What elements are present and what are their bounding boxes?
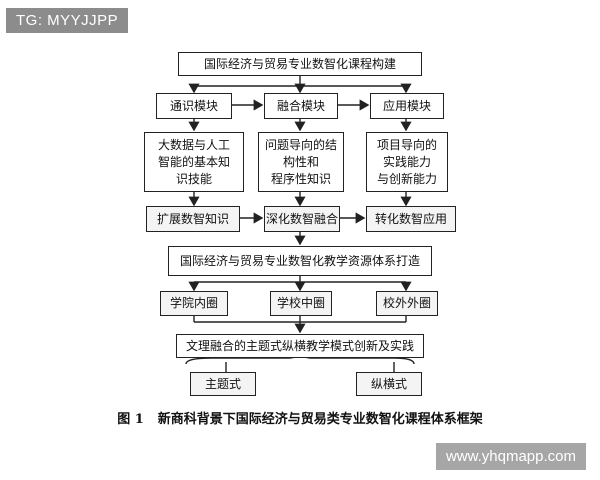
figure-caption-text: 新商科背景下国际经济与贸易类专业数智化课程体系框架 — [157, 412, 483, 427]
outcome-deepen: 深化数智融合 — [264, 206, 340, 232]
outcome-extend: 扩展数智知识 — [146, 206, 240, 232]
title-box: 国际经济与贸易专业数智化课程构建 — [178, 52, 422, 76]
circle-outer: 校外外圈 — [376, 291, 438, 316]
figure-caption: 图 1 新商科背景下国际经济与贸易类专业数智化课程体系框架 — [0, 408, 600, 427]
outcome-transform: 转化数智应用 — [366, 206, 456, 232]
module-application: 应用模块 — [370, 93, 444, 119]
teaching-mode-box: 文理融合的主题式纵横教学模式创新及实践 — [176, 334, 424, 358]
resource-system-box: 国际经济与贸易专业数智化教学资源体系打造 — [168, 246, 432, 276]
circle-middle: 学校中圈 — [270, 291, 332, 316]
detail-fusion: 问题导向的结 构性和 程序性知识 — [258, 132, 344, 192]
detail-application: 项目导向的 实践能力 与创新能力 — [366, 132, 448, 192]
mode-thematic: 主题式 — [190, 372, 256, 396]
detail-general: 大数据与人工 智能的基本知 识技能 — [144, 132, 244, 192]
figure-number: 图 1 — [117, 412, 144, 427]
watermark-bottom: www.yhqmapp.com — [435, 443, 586, 470]
mode-vertical-horizontal: 纵横式 — [356, 372, 422, 396]
module-general: 通识模块 — [156, 93, 232, 119]
watermark-top: TG: MYYJJPP — [6, 8, 129, 33]
module-fusion: 融合模块 — [264, 93, 338, 119]
circle-inner: 学院内圈 — [160, 291, 228, 316]
connector-lines — [185, 76, 415, 372]
